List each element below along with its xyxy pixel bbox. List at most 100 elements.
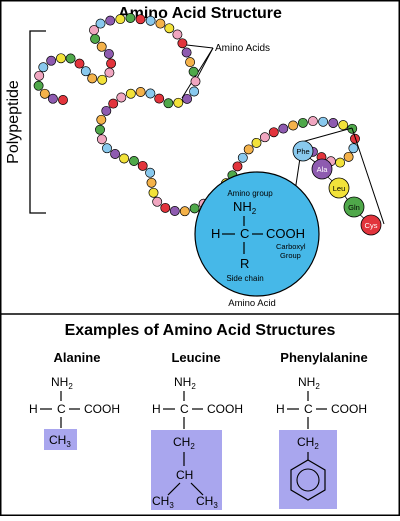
- amino-acid-bead: [148, 187, 159, 198]
- amino-acid-bead: [95, 124, 105, 135]
- amino-acid-bead: [348, 143, 359, 154]
- side-chain-label: Side chain: [226, 274, 263, 283]
- amino-acid-bead: [101, 105, 112, 116]
- amino-acid-bead: [135, 14, 146, 25]
- amino-acid-bead: [259, 132, 270, 143]
- amino-acid-bead: [135, 87, 146, 97]
- amino-acid-bead: [116, 92, 127, 103]
- amino-acid-bead: [97, 74, 108, 85]
- phenylalanine-h: H: [276, 402, 285, 416]
- polypeptide-chain: [33, 13, 360, 217]
- leucine-bond-branch-right: [190, 482, 204, 496]
- amino-acid-bead: [145, 88, 156, 99]
- amino-acid-bead: [108, 98, 119, 109]
- amino-acid-bead: [181, 47, 192, 58]
- amino-acid-bead: [58, 95, 68, 105]
- residue-phe: Phe: [292, 140, 314, 162]
- amino-acid-bead: [95, 18, 106, 29]
- residue-leu-label: Leu: [333, 184, 346, 193]
- amino-acid-bead: [56, 53, 66, 64]
- amino-acid-bead: [237, 152, 248, 163]
- amino-acid-bead: [96, 114, 107, 125]
- amino-acid-bead: [163, 98, 174, 109]
- amino-acid-bead: [115, 14, 126, 25]
- amino-acids-label: Amino Acids: [215, 43, 270, 54]
- amino-acid-bead: [96, 134, 107, 145]
- residue-gln: Gln: [343, 196, 365, 218]
- top-title: Amino Acid Structure: [118, 5, 282, 22]
- alanine-structure: Alanine NH2 H C COOH CH3: [29, 350, 120, 450]
- amino-acid-bead: [155, 18, 166, 29]
- phenylalanine-cooh: COOH: [331, 402, 367, 416]
- leucine-ch3-left: CH3: [152, 494, 174, 510]
- amino-acid-bead: [125, 13, 136, 23]
- amino-acid-bead: [182, 93, 193, 104]
- amino-acid-bead: [232, 161, 243, 172]
- amino-acid-bead: [103, 48, 114, 59]
- amino-acid-bead: [268, 127, 279, 138]
- residue-ala: Ala: [311, 158, 333, 180]
- amino-acid-bead: [110, 149, 121, 159]
- amino-acid-bead: [328, 118, 339, 128]
- amino-acid-bead: [89, 25, 99, 36]
- leucine-h: H: [152, 402, 161, 416]
- amino-acid-bead: [152, 196, 163, 207]
- amino-acid-caption: Amino Acid: [228, 298, 276, 309]
- amino-acid-bead: [104, 67, 115, 78]
- amino-acid-bead: [87, 73, 98, 84]
- leucine-ch2: CH2: [173, 435, 195, 451]
- amino-acid-bead: [177, 38, 188, 49]
- amino-acid-bead: [169, 206, 180, 216]
- amino-acid-bead: [173, 97, 184, 108]
- amino-acid-bead: [188, 66, 199, 77]
- amino-acid-bead: [129, 156, 139, 166]
- amino-acid-bead: [39, 88, 50, 99]
- phenylalanine-ch2: CH2: [297, 435, 319, 451]
- zoom-h: H: [211, 226, 220, 241]
- zoom-c: C: [240, 226, 249, 241]
- phenylalanine-nh2: NH2: [298, 375, 320, 391]
- amino-acid-bead: [145, 167, 156, 178]
- amino-acid-bead: [278, 123, 289, 134]
- amino-acid-bead: [137, 160, 148, 171]
- benzene-ring: [290, 459, 326, 501]
- residue-phe-label: Phe: [296, 147, 309, 156]
- phenylalanine-structure: Phenylalanine NH2 H C COOH CH2: [276, 350, 368, 509]
- amino-acid-bead: [307, 116, 318, 127]
- polypeptide-bracket: [29, 30, 46, 214]
- amino-acid-bead: [189, 86, 200, 97]
- leucine-cooh: COOH: [207, 402, 243, 416]
- amino-acid-bead: [33, 80, 44, 91]
- amino-acid-bead: [160, 202, 171, 213]
- amino-acid-bead: [335, 157, 346, 168]
- alanine-ch3: CH3: [49, 433, 71, 449]
- amino-acid-bead: [251, 137, 262, 148]
- amino-acid-bead: [38, 62, 49, 73]
- phenylalanine-c: C: [304, 402, 313, 416]
- amino-acid-bead: [125, 88, 136, 99]
- amino-acid-bead: [164, 23, 175, 34]
- alanine-side-chain-highlight: [44, 429, 77, 450]
- amino-acid-bead: [297, 117, 308, 128]
- amino-acid-bead: [146, 177, 157, 188]
- amino-acid-bead: [145, 15, 156, 26]
- alanine-name: Alanine: [54, 350, 101, 365]
- polypeptide-label: Polypeptide: [5, 80, 22, 164]
- amino-acid-bead: [288, 120, 299, 131]
- residue-gln-label: Gln: [348, 203, 360, 212]
- amino-acid-bead: [105, 15, 116, 26]
- residue-cys: Cys: [360, 214, 382, 236]
- zoom-cooh: COOH: [266, 226, 305, 241]
- amino-acid-bead: [190, 76, 201, 87]
- amino-acid-bead: [96, 41, 107, 52]
- amino-acid-bead: [338, 120, 349, 131]
- bottom-title: Examples of Amino Acid Structures: [65, 322, 336, 339]
- amino-acid-bead: [80, 66, 91, 77]
- leucine-ch: CH: [176, 468, 193, 482]
- residue-cys-label: Cys: [365, 221, 378, 230]
- amino-acid-bead: [102, 143, 112, 154]
- leucine-bond-branch-left: [167, 482, 181, 496]
- amino-acid-bead: [343, 151, 354, 162]
